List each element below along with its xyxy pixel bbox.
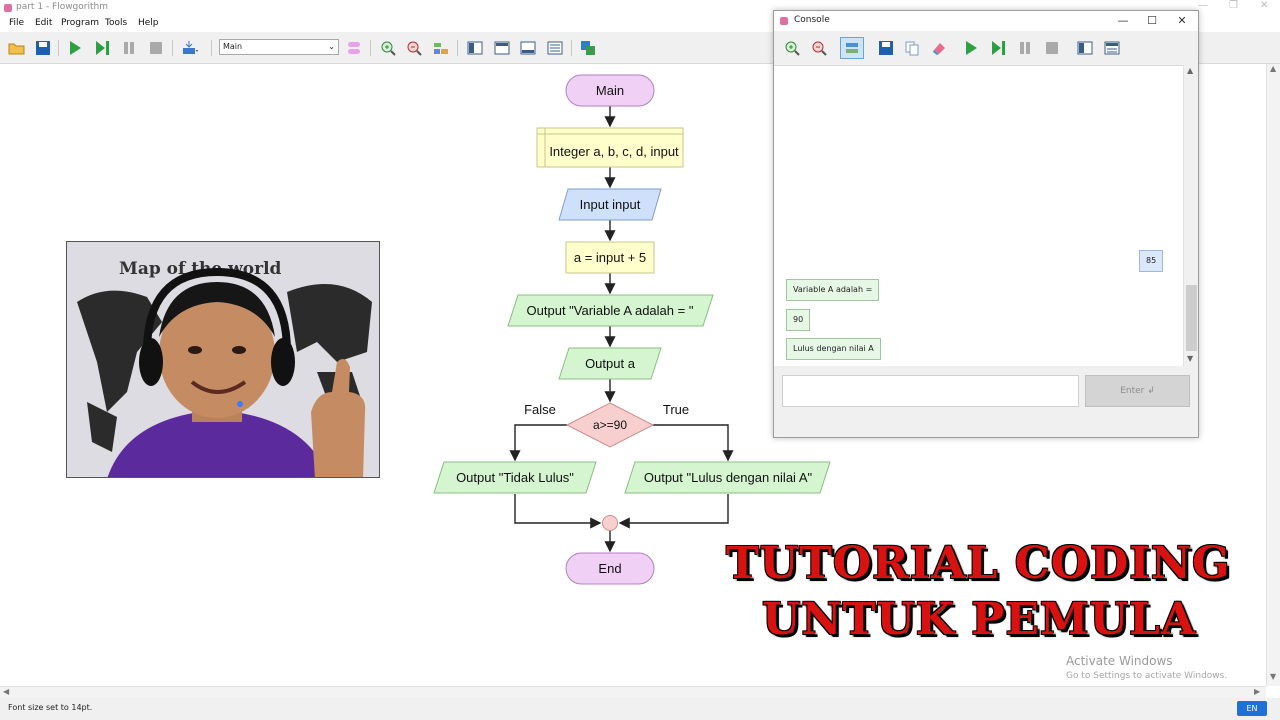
- true-label: True: [663, 402, 689, 417]
- decision-label: a>=90: [593, 418, 627, 432]
- console-scroll-thumb[interactable]: [1186, 285, 1197, 351]
- overlay-title-line-1: TUTORIAL CODING: [726, 538, 1231, 589]
- console-scrollbar[interactable]: ▲ ▼: [1183, 65, 1198, 366]
- close-icon[interactable]: ✕: [1260, 0, 1269, 11]
- console-title: Console: [794, 15, 830, 25]
- console-output-area[interactable]: 85 Variable A adalah = 90 Lulus dengan n…: [774, 65, 1183, 366]
- menu-file[interactable]: File: [9, 18, 25, 28]
- console-close-icon[interactable]: ✕: [1177, 14, 1187, 27]
- layout-2-icon[interactable]: [492, 38, 512, 58]
- input-label: Input input: [580, 197, 641, 212]
- console-zoom-in-icon[interactable]: [782, 38, 802, 58]
- decision-diamond[interactable]: a>=90: [565, 402, 655, 448]
- console-enter-button[interactable]: Enter ↲: [1085, 375, 1190, 407]
- webcam-overlay: Map of the world: [66, 241, 380, 478]
- step-icon[interactable]: [92, 38, 112, 58]
- output-1-label: Output "Variable A adalah = ": [527, 303, 694, 318]
- language-badge[interactable]: EN: [1237, 701, 1267, 716]
- menu-program[interactable]: Program: [61, 18, 99, 28]
- false-label: False: [524, 402, 556, 417]
- scroll-up-icon[interactable]: ▲: [1270, 64, 1277, 73]
- console-input-bubble: 85: [1139, 250, 1164, 272]
- console-stop-icon[interactable]: [1042, 38, 1062, 58]
- console-chat-view-icon[interactable]: [840, 37, 864, 59]
- console-output-bubble: 90: [786, 309, 811, 331]
- console-toolbar: [774, 31, 1198, 65]
- output-false-label: Output "Tidak Lulus": [456, 470, 574, 485]
- console-scroll-down-icon[interactable]: ▼: [1187, 354, 1194, 363]
- console-save-icon[interactable]: [876, 38, 896, 58]
- window-title: part 1 - Flowgorithm: [16, 2, 108, 12]
- horizontal-scrollbar[interactable]: ◀ ▶: [0, 686, 1266, 698]
- webcam-image: Map of the world: [67, 242, 379, 477]
- status-text: Font size set to 14pt.: [8, 703, 93, 712]
- console-input-field[interactable]: [782, 375, 1079, 407]
- merge-point: [602, 515, 618, 531]
- pause-icon[interactable]: [119, 38, 139, 58]
- scroll-left-icon[interactable]: ◀: [3, 687, 10, 696]
- output-false-box[interactable]: Output "Tidak Lulus": [433, 461, 597, 494]
- flowchart: Main Integer a, b, c, d, input Input inp…: [433, 74, 831, 585]
- translate-icon[interactable]: [578, 38, 598, 58]
- console-run-icon[interactable]: [961, 38, 981, 58]
- console-maximize-icon[interactable]: ☐: [1147, 14, 1157, 27]
- stop-icon[interactable]: [146, 38, 166, 58]
- layout-1-icon[interactable]: [465, 38, 485, 58]
- declare-box[interactable]: Integer a, b, c, d, input: [536, 127, 684, 168]
- scroll-right-icon[interactable]: ▶: [1254, 687, 1261, 696]
- overlay-title-line-2: UNTUK PEMULA: [762, 594, 1197, 645]
- menu-help[interactable]: Help: [138, 18, 159, 28]
- open-folder-icon[interactable]: [7, 38, 27, 58]
- console-copy-icon[interactable]: [902, 38, 922, 58]
- chart-style-icon[interactable]: [431, 38, 451, 58]
- console-step-icon[interactable]: [988, 38, 1008, 58]
- scroll-down-icon[interactable]: ▼: [1270, 672, 1277, 681]
- console-clear-icon[interactable]: [929, 38, 949, 58]
- console-layout-2-icon[interactable]: [1102, 38, 1122, 58]
- console-output-bubble: Lulus dengan nilai A: [786, 338, 881, 360]
- console-layout-1-icon[interactable]: [1075, 38, 1095, 58]
- console-title-bar: Console — ☐ ✕: [774, 11, 1198, 31]
- console-zoom-out-icon[interactable]: [809, 38, 829, 58]
- variable-watch-icon[interactable]: [180, 38, 200, 58]
- layout-4-icon[interactable]: [545, 38, 565, 58]
- menu-tools[interactable]: Tools: [105, 18, 128, 28]
- zoom-in-icon[interactable]: [378, 38, 398, 58]
- console-scroll-up-icon[interactable]: ▲: [1187, 66, 1194, 75]
- end-terminal[interactable]: End: [565, 552, 655, 585]
- end-label: End: [598, 561, 621, 576]
- assign-box[interactable]: a = input + 5: [565, 241, 655, 274]
- flowgorithm-logo-icon: [780, 17, 788, 25]
- output-box-1[interactable]: Output "Variable A adalah = ": [507, 294, 714, 327]
- console-pause-icon[interactable]: [1015, 38, 1035, 58]
- menu-edit[interactable]: Edit: [35, 18, 53, 28]
- shape-style-icon[interactable]: [344, 38, 364, 58]
- restore-icon[interactable]: ❐: [1229, 0, 1238, 11]
- activate-windows-subtitle: Go to Settings to activate Windows.: [1066, 671, 1228, 681]
- save-icon[interactable]: [33, 38, 53, 58]
- output-true-box[interactable]: Output "Lulus dengan nilai A": [624, 461, 831, 494]
- console-window: Console — ☐ ✕ 85 Variabl: [773, 10, 1199, 438]
- input-box[interactable]: Input input: [558, 188, 662, 221]
- output-box-2[interactable]: Output a: [558, 347, 662, 380]
- output-2-label: Output a: [585, 356, 636, 371]
- function-select-value: Main: [223, 42, 243, 51]
- output-true-label: Output "Lulus dengan nilai A": [644, 470, 813, 485]
- start-label: Main: [596, 83, 624, 98]
- console-minimize-icon[interactable]: —: [1117, 14, 1129, 27]
- run-icon[interactable]: [65, 38, 85, 58]
- status-bar: Font size set to 14pt.: [0, 698, 1280, 720]
- start-terminal[interactable]: Main: [565, 74, 655, 107]
- vertical-scrollbar[interactable]: ▲ ▼: [1266, 64, 1280, 686]
- declare-label: Integer a, b, c, d, input: [549, 144, 679, 159]
- function-select[interactable]: Main ⌄: [219, 39, 339, 55]
- minimize-icon[interactable]: —: [1198, 0, 1208, 11]
- layout-3-icon[interactable]: [518, 38, 538, 58]
- activate-windows-title: Activate Windows: [1066, 654, 1173, 668]
- chevron-down-icon: ⌄: [328, 42, 335, 51]
- console-output-bubble: Variable A adalah =: [786, 279, 880, 301]
- assign-label: a = input + 5: [574, 250, 646, 265]
- flowgorithm-logo-icon: [4, 4, 12, 12]
- zoom-out-icon[interactable]: [404, 38, 424, 58]
